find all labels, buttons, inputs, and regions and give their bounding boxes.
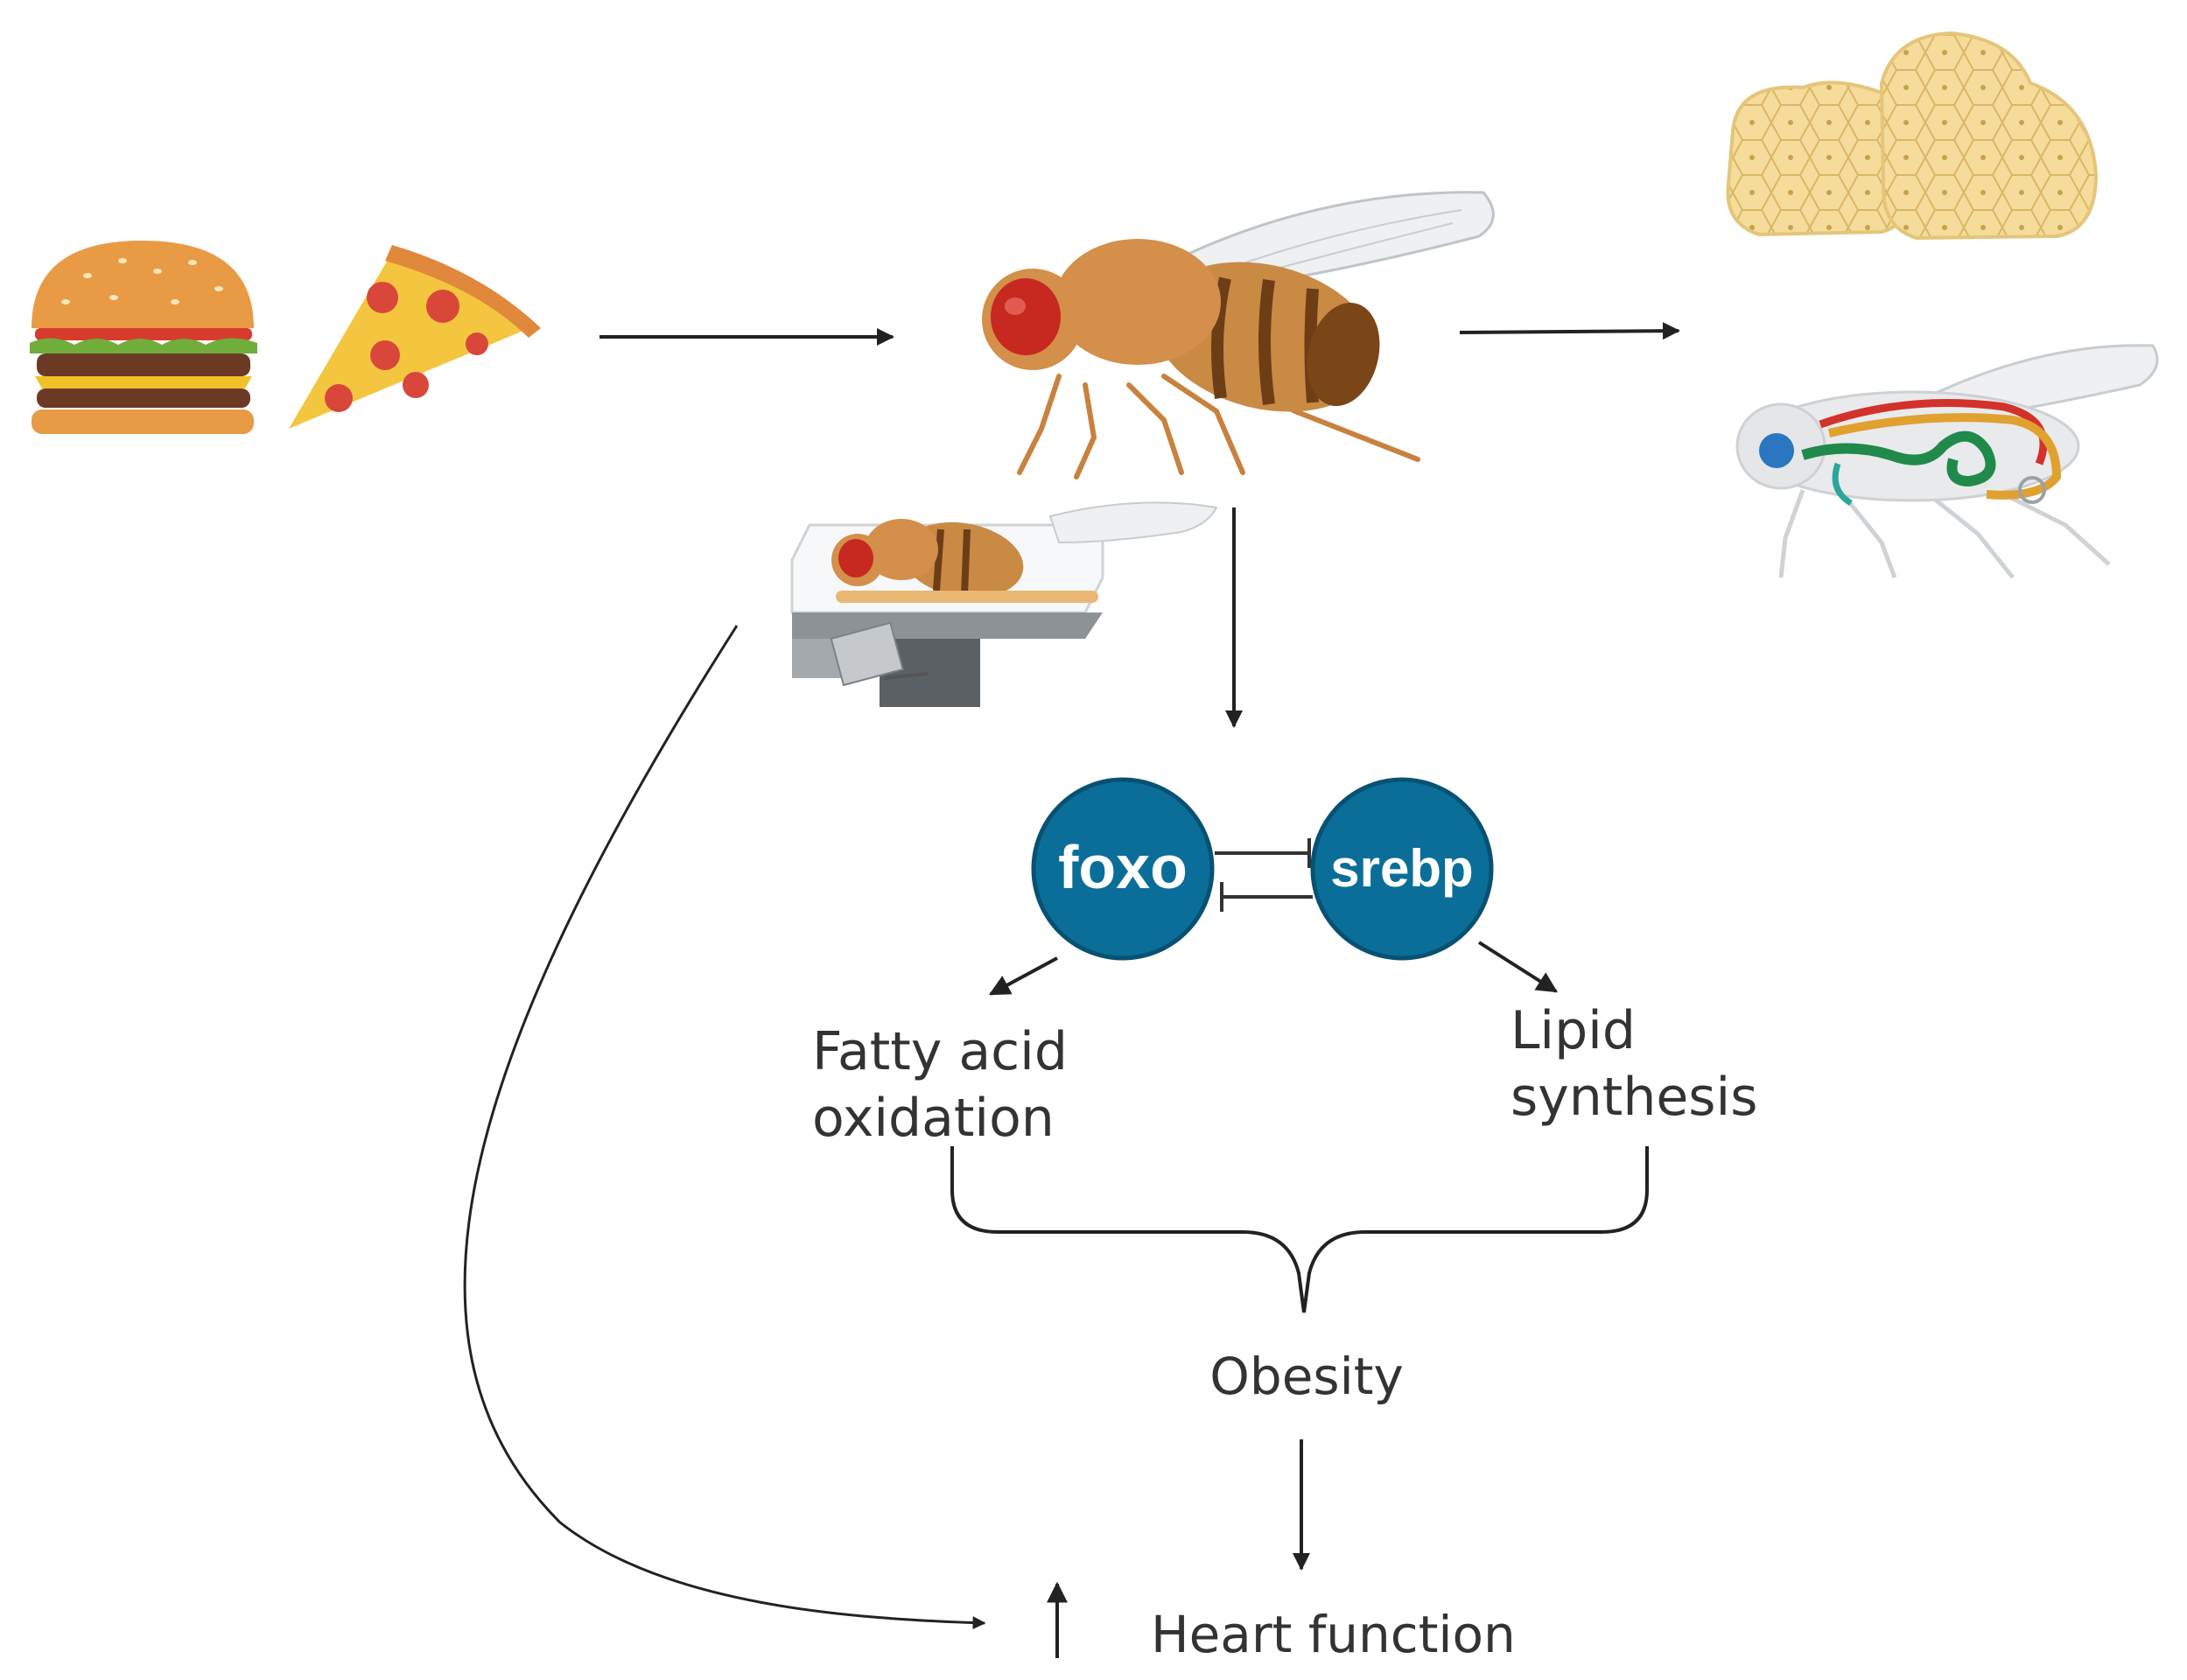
fat-body-cells-icon	[1726, 31, 2099, 241]
burger-icon	[30, 241, 257, 434]
fruit-fly-icon	[982, 191, 1495, 480]
lipid-line1: Lipid	[1511, 1000, 1636, 1061]
lipid-synthesis-label: Lipid synthesis	[1511, 1000, 1757, 1128]
heart-function-label: Heart function	[1151, 1605, 1516, 1664]
srebp-node: srebp	[1310, 777, 1494, 961]
arrow-fly-to-phenotypes	[1459, 322, 1680, 340]
arrow-foxo-to-fatty-acid	[988, 956, 1058, 996]
arrow-assay-to-heart	[463, 625, 986, 1630]
pizza-icon	[289, 245, 541, 429]
obesity-label: Obesity	[1209, 1347, 1404, 1406]
merge-brace	[950, 1146, 1649, 1313]
mutual-inhibition	[1215, 838, 1313, 912]
fly-heart-assay-icon	[790, 501, 1218, 707]
foxo-label: foxo	[1058, 833, 1188, 901]
fatty-acid-line2: oxidation	[812, 1088, 1055, 1149]
fatty-acid-oxidation-label: Fatty acid oxidation	[812, 1021, 1068, 1149]
lipid-line2: synthesis	[1511, 1067, 1757, 1128]
foxo-node: foxo	[1031, 777, 1215, 961]
fatty-acid-line1: Fatty acid	[812, 1021, 1068, 1082]
fly-anatomy-icon	[1735, 344, 2159, 579]
srebp-label: srebp	[1330, 839, 1473, 898]
arrow-srebp-to-lipid	[1477, 941, 1559, 993]
